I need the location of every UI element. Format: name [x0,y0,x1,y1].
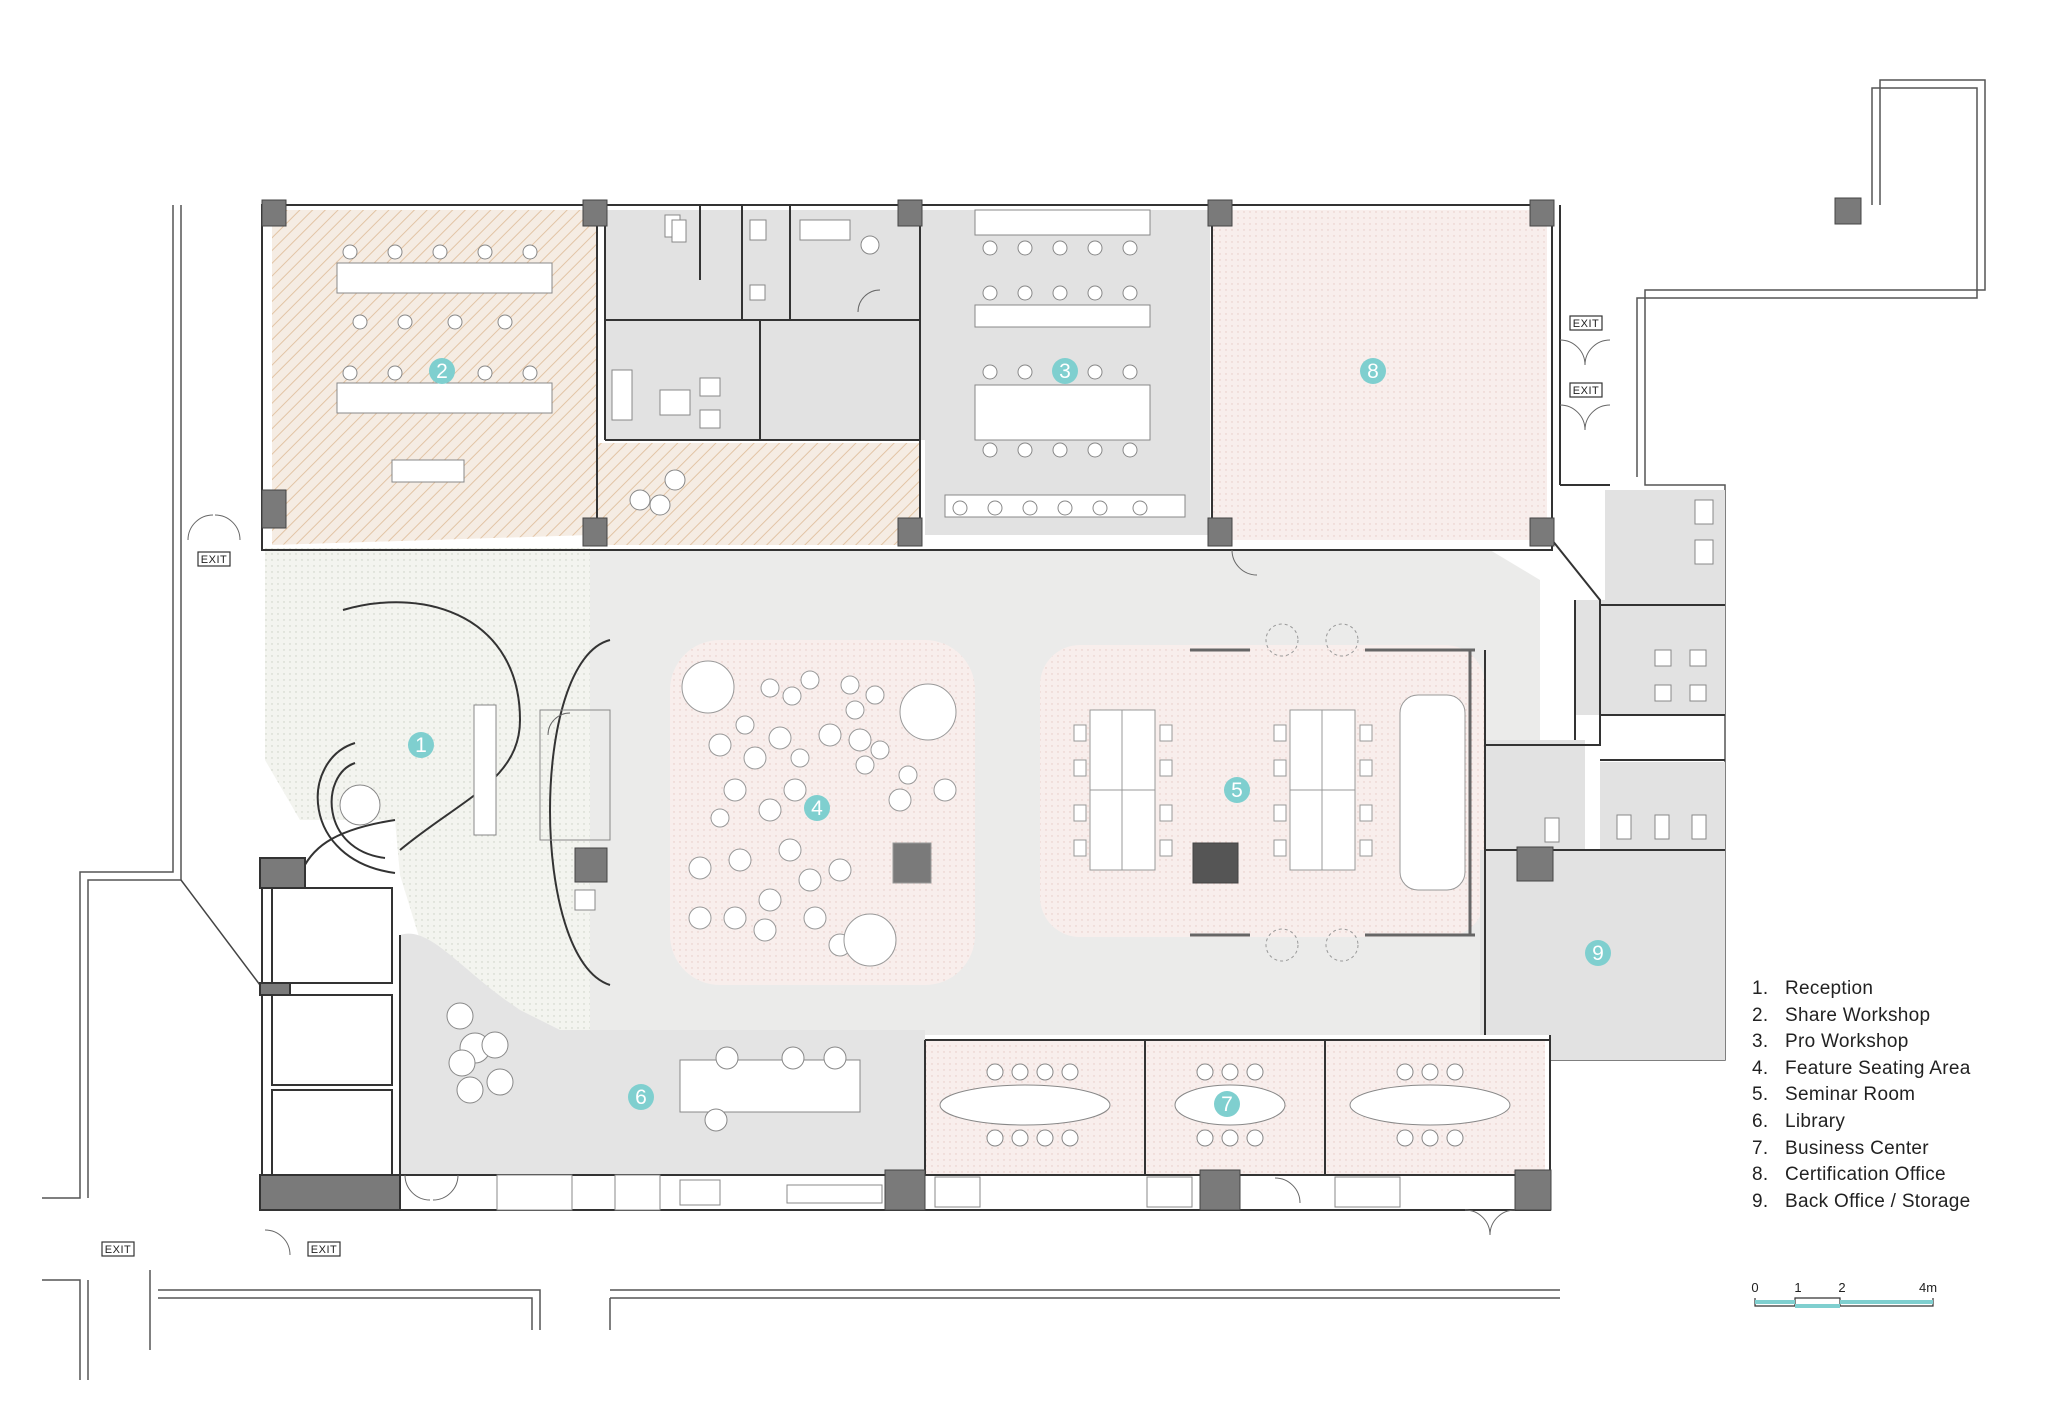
exit-label-east-upper: EXIT [1569,315,1603,331]
business-center-furniture [934,1063,1511,1208]
room-marker-9: 9 [1585,940,1611,966]
seminar-partitions [1190,648,1475,937]
svg-text:1: 1 [415,734,427,757]
zones [265,210,1725,1175]
legend-number: 9. [1752,1190,1769,1212]
svg-text:9: 9 [1592,942,1604,965]
legend-item: 3. Pro Workshop [1752,1029,1971,1056]
legend-number: 4. [1752,1057,1769,1079]
scale-tick-1: 1 [1794,1280,1801,1295]
scale-tick-2: 2 [1838,1280,1845,1295]
svg-text:7: 7 [1221,1093,1233,1116]
legend-item: 9. Back Office / Storage [1752,1189,1971,1216]
doors [187,289,1611,1256]
office-furniture [611,214,880,429]
legend-item: 6. Library [1752,1109,1971,1136]
room-marker-7: 7 [1214,1091,1240,1117]
legend-number: 1. [1752,978,1769,999]
seminar-furniture [1073,623,1466,962]
pro-workshop-furniture [944,209,1186,518]
legend-label: Feature Seating Area [1785,1057,1971,1079]
exit-label-south: EXIT [307,1241,341,1257]
svg-text:5: 5 [1231,779,1243,802]
legend-item: 2. Share Workshop [1752,1003,1971,1030]
svg-text:EXIT: EXIT [1573,385,1599,397]
room-marker-4: 4 [804,795,830,821]
legend-label: Business Center [1785,1137,1929,1159]
library-furniture [446,1002,883,1211]
legend-number: 3. [1752,1031,1769,1053]
legend-number: 7. [1752,1137,1769,1159]
room-marker-2: 2 [429,358,455,384]
svg-text:6: 6 [635,1086,647,1109]
exit-label-east-lower: EXIT [1569,382,1603,398]
reception-furniture [339,704,611,911]
scale-bar: 0 1 2 4m [1751,1280,1937,1308]
svg-text:EXIT: EXIT [311,1244,337,1256]
scale-tick-4m: 4m [1919,1280,1937,1295]
svg-text:3: 3 [1059,360,1071,383]
legend-label: Library [1785,1110,1846,1132]
legend-label: Pro Workshop [1785,1031,1909,1053]
room-marker-5: 5 [1224,777,1250,803]
legend-label: Share Workshop [1785,1004,1931,1026]
room-marker-8: 8 [1360,358,1386,384]
elevators [259,857,401,1211]
svg-text:4: 4 [811,797,823,820]
legend-label: Back Office / Storage [1785,1190,1971,1212]
legend-item: 4. Feature Seating Area [1752,1056,1971,1083]
svg-text:EXIT: EXIT [201,554,227,566]
legend-item: 5. Seminar Room [1752,1082,1971,1109]
exit-label-west: EXIT [197,551,231,567]
legend-number: 5. [1752,1084,1769,1106]
legend-label: Reception [1785,978,1874,999]
room-marker-1: 1 [408,732,434,758]
svg-text:2: 2 [436,360,448,383]
svg-text:8: 8 [1367,360,1379,383]
svg-text:EXIT: EXIT [1573,318,1599,330]
room-marker-3: 3 [1052,358,1078,384]
feature-seating-furniture [681,660,957,967]
room-marker-6: 6 [628,1084,654,1110]
toilet-fixtures [671,219,1714,843]
legend-label: Seminar Room [1785,1084,1916,1106]
legend-item: 1. Reception [1752,976,1971,1003]
legend-number: 2. [1752,1004,1769,1026]
legend-number: 8. [1752,1164,1769,1186]
share-workshop-furniture [336,244,686,516]
legend-label: Certification Office [1785,1164,1946,1186]
exit-label-southwest: EXIT [101,1241,135,1257]
scale-tick-0: 0 [1751,1280,1758,1295]
legend-item: 8. Certification Office [1752,1162,1971,1189]
svg-text:EXIT: EXIT [105,1244,131,1256]
legend-number: 6. [1752,1110,1769,1132]
legend-item: 7. Business Center [1752,1136,1971,1163]
room-legend: 1. Reception 2. Share Workshop 3. Pro Works… [1752,976,1971,1215]
